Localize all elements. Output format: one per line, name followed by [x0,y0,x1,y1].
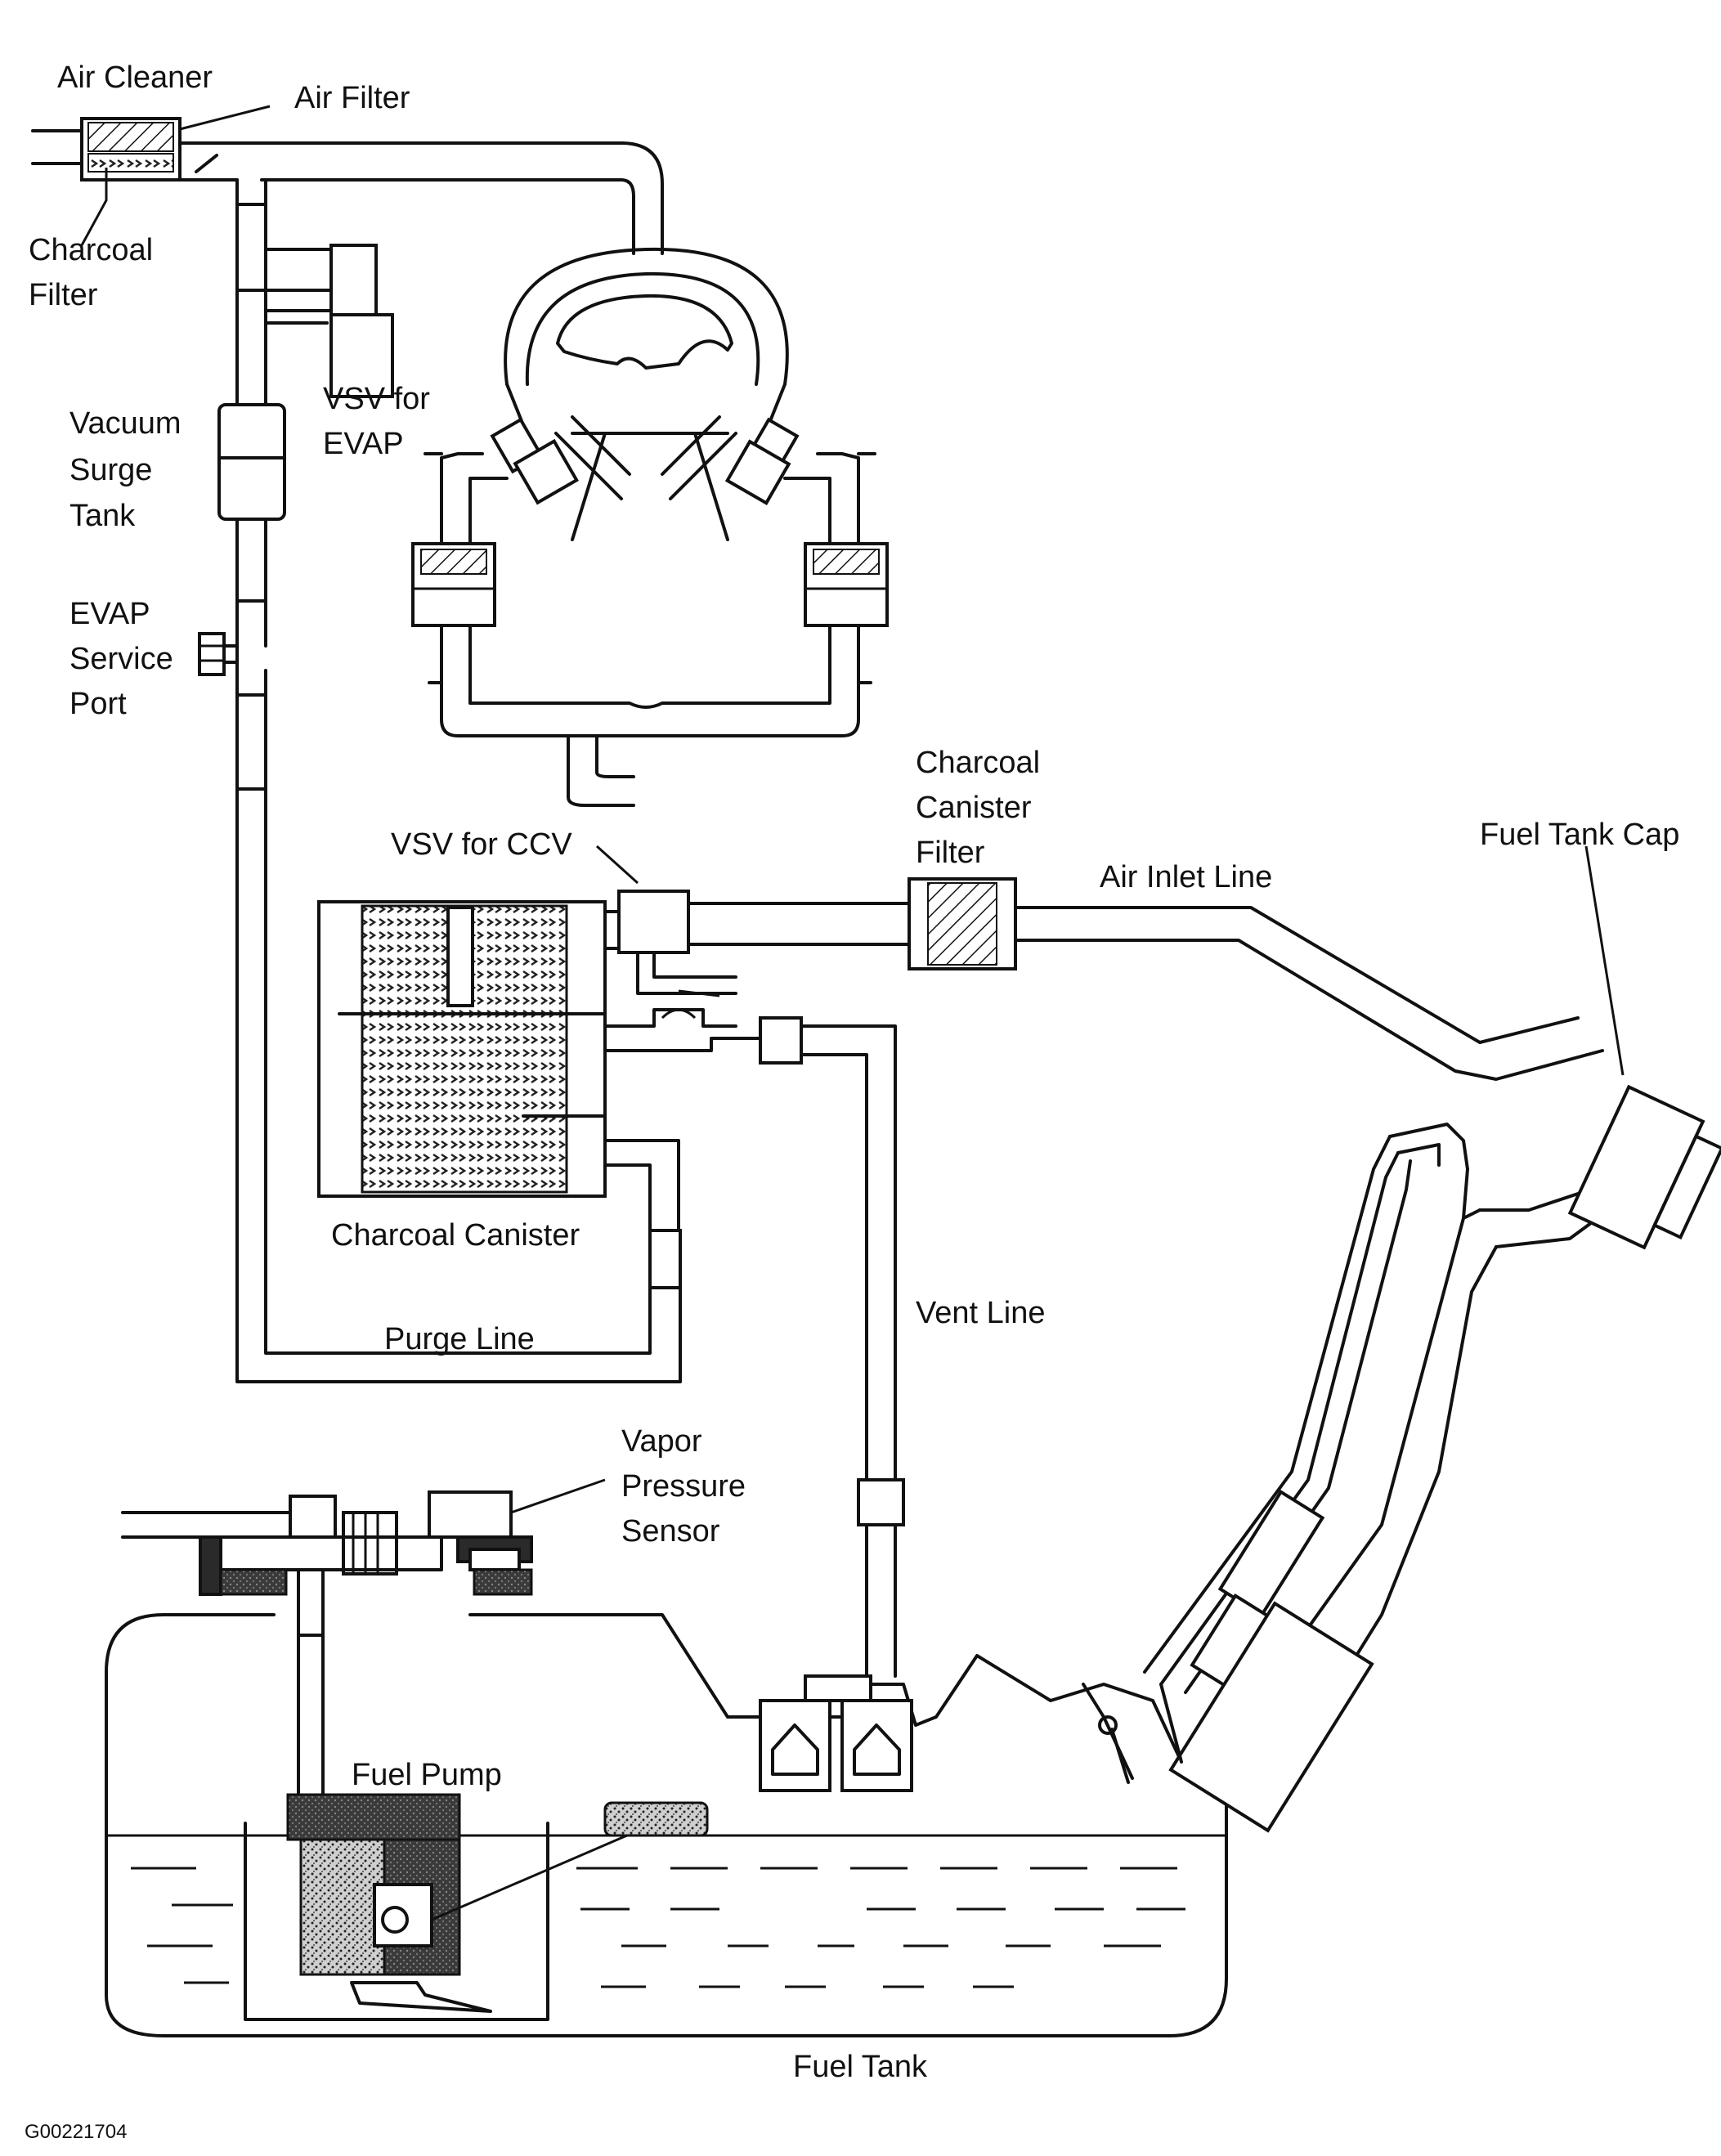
air-inlet-line [1014,906,1604,1081]
label-charcoal-canister: Charcoal Canister [331,1218,580,1253]
label-air-inlet-line: Air Inlet Line [1100,860,1272,894]
label-air-cleaner: Air Cleaner [57,61,213,95]
label-purge-line: Purge Line [384,1322,535,1356]
pump-assembly [121,1490,533,1800]
label-vsv-evap-1: VSV for [323,382,430,416]
label-air-filter: Air Filter [294,81,410,115]
engine [411,247,889,807]
label-vapor-sensor-2: Pressure [621,1469,746,1504]
fuel-tank-cap [1567,1084,1721,1250]
vent-line [857,1478,905,1678]
label-vent-line: Vent Line [916,1296,1045,1330]
label-vacuum-surge-1: Vacuum [69,406,182,441]
purge-line-tube [198,178,682,1383]
intake-hose [235,141,664,255]
air-cleaner [31,117,239,182]
labels: Air Cleaner Air Filter Charcoal Filter V… [25,61,1679,2143]
fuel-surface-lines [131,1867,1185,1988]
figure-code: G00221704 [25,2121,127,2143]
label-vacuum-surge-2: Surge [69,453,152,487]
label-evap-port-2: Service [69,642,173,676]
filler-neck [1082,1084,1721,1833]
label-vsv-evap-2: EVAP [323,427,404,461]
vsv-for-ccv [603,890,911,1481]
label-vacuum-surge-3: Tank [69,499,136,533]
label-canister-filter-2: Canister [916,791,1032,825]
label-charcoal-filter-1: Charcoal [29,233,153,267]
purge-hose-lower [603,1139,682,1289]
label-vapor-sensor-1: Vapor [621,1424,702,1459]
label-charcoal-filter-2: Filter [29,278,98,312]
label-fuel-tank: Fuel Tank [793,2050,928,2084]
label-vapor-sensor-3: Sensor [621,1514,720,1549]
label-vsv-ccv: VSV for CCV [391,827,572,862]
label-fuel-pump: Fuel Pump [352,1758,502,1792]
charcoal-canister [317,900,607,1198]
fuel-pump [286,1793,709,2013]
label-evap-port-3: Port [69,687,127,721]
label-fuel-tank-cap: Fuel Tank Cap [1480,818,1679,852]
label-canister-filter-3: Filter [916,836,985,870]
charcoal-canister-filter [908,877,1017,970]
label-evap-port-1: EVAP [69,597,150,631]
vent-valves [759,1674,913,1792]
label-canister-filter-1: Charcoal [916,746,1040,780]
leader-lines [80,105,1625,1514]
